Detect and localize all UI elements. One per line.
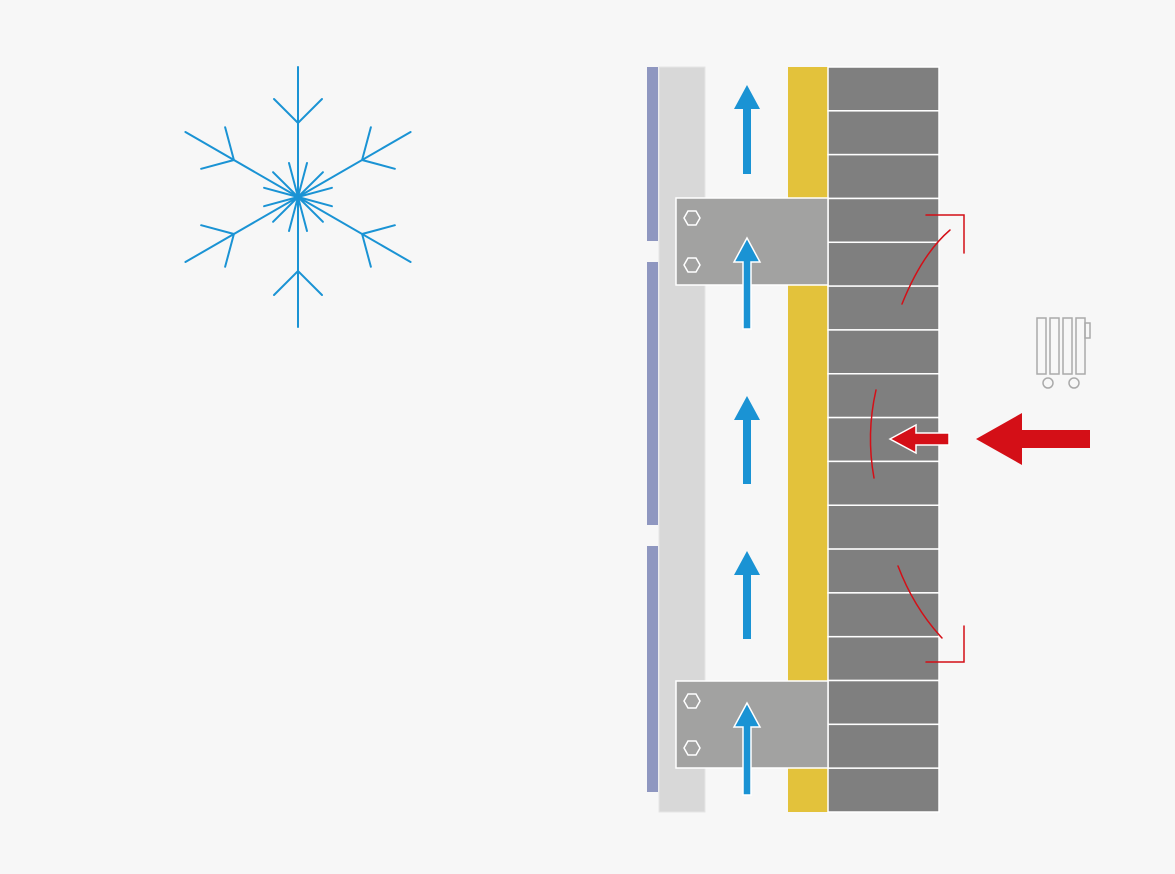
brick-course: [827, 767, 940, 813]
brick-course: [827, 66, 940, 112]
radiator-icon: [1036, 317, 1091, 389]
brick-course: [827, 285, 940, 331]
brick-course: [827, 373, 940, 419]
insulation-segment-middle: [788, 285, 828, 681]
snowflake-arm: [184, 196, 299, 268]
hex-bolt-icon: [683, 257, 701, 273]
snowflake-arm: [297, 196, 412, 268]
brick-course: [827, 679, 940, 726]
radiator-fin: [1036, 317, 1047, 375]
snowflake-arm: [273, 66, 323, 198]
radiator-fin: [1075, 317, 1086, 375]
insulation-segment-top: [788, 67, 828, 198]
radiator-foot: [1042, 377, 1054, 389]
heat-arc-bottom: [897, 565, 943, 639]
radiator-fin: [1049, 317, 1060, 375]
brick-course: [827, 197, 940, 244]
heat-arc-bottom-corner: [925, 625, 965, 663]
heat-arc-top-corner: [925, 214, 965, 254]
arrow-left-icon: [888, 423, 950, 455]
hex-bolt-icon: [683, 740, 701, 756]
brick-course: [827, 329, 940, 375]
brick-course: [827, 548, 940, 594]
arrow-up-icon: [732, 236, 762, 330]
radiator-fin: [1062, 317, 1073, 375]
masonry-wall: [827, 66, 940, 813]
brick-course: [827, 723, 940, 769]
arrow-left-icon: [976, 413, 1090, 465]
snowflake-icon: [184, 66, 412, 328]
brick-course: [827, 460, 940, 506]
snowflake-arm: [184, 126, 299, 198]
heat-arc-top: [901, 229, 951, 305]
snowflake-arm: [273, 196, 323, 328]
snowflake-arm: [297, 126, 412, 198]
arrow-up-icon: [732, 701, 762, 796]
brick-course: [827, 504, 940, 550]
brick-course: [827, 110, 940, 156]
cladding-panel-middle: [647, 262, 658, 525]
air-flow-arrows: [732, 85, 762, 796]
brick-course: [827, 241, 940, 287]
insulation-segment-bottom: [788, 768, 828, 812]
brick-course: [827, 635, 940, 682]
radiator-valve: [1084, 322, 1091, 339]
cladding-panel-bottom: [647, 546, 658, 792]
arrow-up-icon: [734, 396, 760, 484]
brick-course: [827, 153, 940, 200]
arrow-up-icon: [734, 551, 760, 639]
cladding-panels: [647, 67, 658, 792]
wall-bracket-top: [675, 197, 829, 286]
heat-loss-arcs: [869, 214, 965, 663]
arrow-up-icon: [734, 85, 760, 174]
heat-arc-middle: [869, 389, 877, 479]
cladding-panel-top: [647, 67, 658, 241]
radiator-foot: [1068, 377, 1080, 389]
hex-bolt-icon: [683, 210, 701, 226]
hex-bolt-icon: [683, 693, 701, 709]
insulation-layer: [788, 67, 828, 812]
brick-course: [827, 592, 940, 638]
bracket-body: [675, 197, 829, 286]
